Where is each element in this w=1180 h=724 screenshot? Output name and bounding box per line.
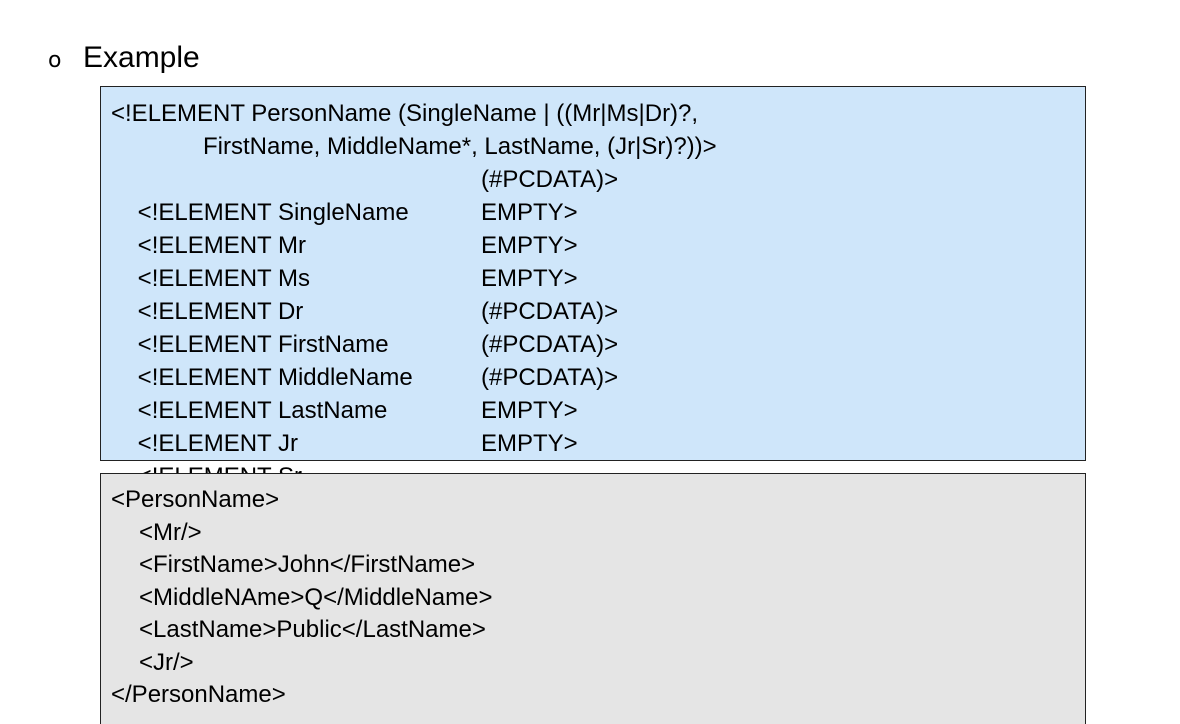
dtd-element-name: <!ELEMENT Dr [137,298,304,325]
dtd-element-name: <!ELEMENT Jr [137,430,298,457]
dtd-element-content: (#PCDATA)> [481,331,619,358]
bullet-marker: o [48,48,62,73]
dtd-element-name: <!ELEMENT FirstName [137,331,389,358]
xml-close-tag: </PersonName> [111,681,286,708]
xml-child-line: <FirstName>John</FirstName> [139,551,476,578]
dtd-element-name: <!ELEMENT SingleName [137,199,409,226]
dtd-declaration: <!ELEMENT LastName (#PCDATA)> [111,361,1085,424]
xml-code-box: <PersonName> <Mr/> <FirstName>John</Firs… [100,473,1086,724]
dtd-element-name: <!ELEMENT Mr [137,232,306,259]
dtd-element-content: (#PCDATA)> [481,166,619,193]
dtd-element-content: EMPTY> [481,199,578,226]
dtd-element-content: EMPTY> [481,265,578,292]
dtd-element-content: (#PCDATA)> [481,298,619,325]
dtd-element-name: <!ELEMENT LastName [137,397,388,424]
dtd-declaration: <!ELEMENT SingleName (#PCDATA)> [111,163,1085,226]
dtd-element-name: <!ELEMENT Ms [137,265,310,292]
dtd-line-continuation: FirstName, MiddleName*, LastName, (Jr|Sr… [203,133,717,160]
dtd-code-box: <!ELEMENT PersonName (SingleName | ((Mr|… [100,86,1086,490]
dtd-element-content: (#PCDATA)> [481,364,619,391]
dtd-declaration: <!ELEMENT Sr EMPTY> [111,427,1085,490]
dtd-declaration: <!ELEMENT Jr EMPTY> [111,394,1085,457]
dtd-declaration: <!ELEMENT FirstName (#PCDATA)> [111,295,1085,358]
dtd-element-content: EMPTY> [481,232,578,259]
dtd-declaration: <!ELEMENT MiddleName (#PCDATA)> [111,328,1085,391]
xml-child-line: <Mr/> [139,518,202,546]
dtd-declaration: <!ELEMENT Mr EMPTY> [111,196,1085,259]
dtd-line: <!ELEMENT PersonName (SingleName | ((Mr|… [111,100,699,127]
dtd-element-content: EMPTY> [481,430,578,457]
dtd-declaration: <!ELEMENT Ms EMPTY> [111,229,1085,292]
dtd-element-content: EMPTY> [481,397,578,424]
xml-open-tag: <PersonName> [111,486,280,513]
xml-child-line: <LastName>Public</LastName> [139,616,486,643]
slide-heading: Example [83,41,200,74]
xml-child-line: <Jr/> [139,648,194,676]
dtd-element-name: <!ELEMENT MiddleName [137,364,413,391]
xml-child-line: <MiddleNAme>Q</MiddleName> [139,583,493,611]
dtd-declaration: <!ELEMENT Dr EMPTY> [111,262,1085,325]
